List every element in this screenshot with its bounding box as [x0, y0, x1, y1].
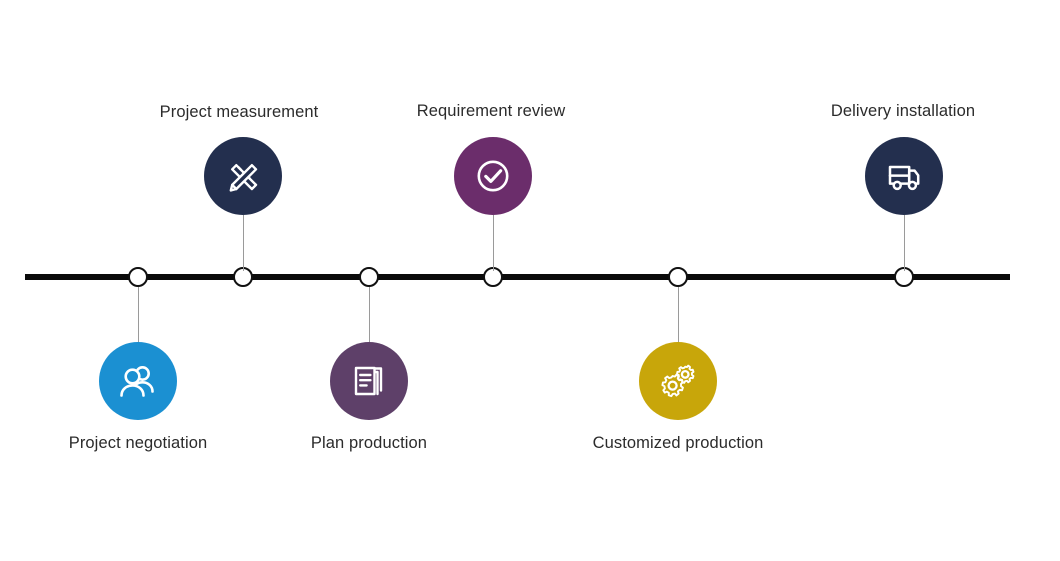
people-group-icon	[115, 358, 161, 404]
delivery-truck-icon	[881, 153, 927, 199]
step-icon-project-measurement[interactable]	[204, 137, 282, 215]
documents-stack-icon	[347, 359, 391, 403]
step-label-requirement-review: Requirement review	[416, 102, 566, 120]
connector-stem	[369, 287, 370, 343]
connector-stem	[243, 215, 244, 271]
connector-stem	[678, 287, 679, 343]
step-label-project-measurement: Project measurement	[159, 103, 319, 121]
step-icon-plan-production[interactable]	[330, 342, 408, 420]
step-label-customized-production: Customized production	[592, 434, 764, 452]
axis-marker	[359, 267, 379, 287]
connector-stem	[493, 215, 494, 271]
step-icon-delivery-installation[interactable]	[865, 137, 943, 215]
gears-icon	[655, 358, 701, 404]
check-circle-icon	[470, 153, 516, 199]
step-label-project-negotiation: Project negotiation	[68, 434, 208, 452]
ruler-pencil-icon	[220, 153, 266, 199]
step-label-plan-production: Plan production	[310, 434, 428, 452]
step-icon-customized-production[interactable]	[639, 342, 717, 420]
step-icon-project-negotiation[interactable]	[99, 342, 177, 420]
axis-marker	[128, 267, 148, 287]
connector-stem	[904, 215, 905, 271]
step-icon-requirement-review[interactable]	[454, 137, 532, 215]
axis-marker	[668, 267, 688, 287]
step-label-delivery-installation: Delivery installation	[830, 102, 976, 120]
connector-stem	[138, 287, 139, 343]
timeline-axis	[25, 274, 1010, 280]
